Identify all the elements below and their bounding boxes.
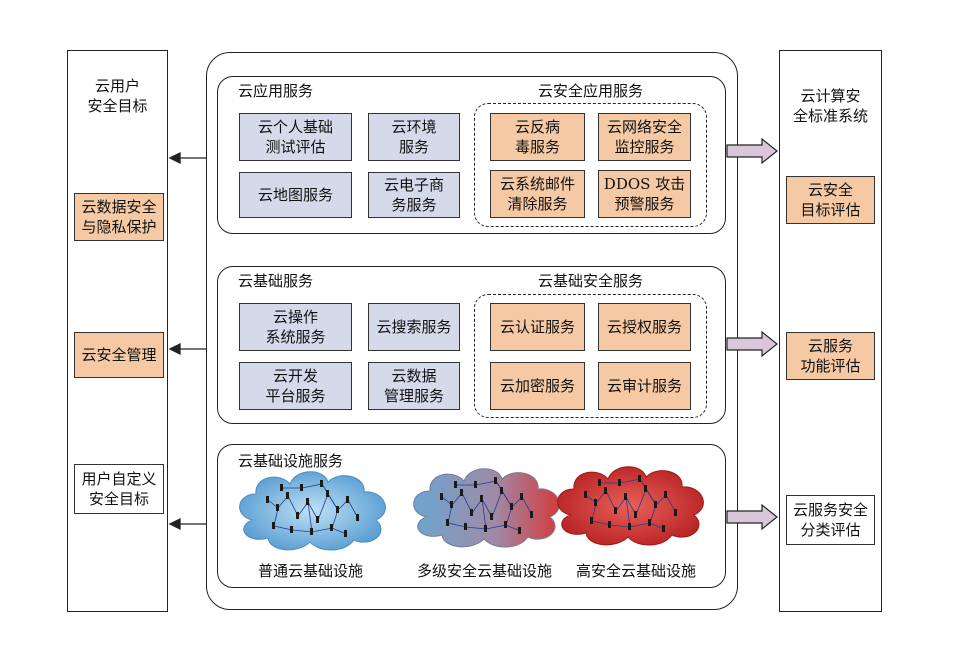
security-service-encryption: 云加密服务 [490, 362, 585, 410]
cloud-icon [239, 471, 386, 551]
app-service-map: 云地图服务 [239, 172, 352, 218]
left-column-title: 云用户 安全目标 [87, 77, 148, 115]
right-item-function-evaluation: 云服务 功能评估 [786, 332, 875, 380]
base-services-title: 云基础服务 [238, 272, 314, 290]
right-item-goal-evaluation: 云安全 目标评估 [786, 176, 875, 224]
app-security-title: 云安全应用服务 [538, 82, 644, 100]
base-security-group [474, 294, 707, 418]
right-item-classification-evaluation: 云服务安全 分类评估 [786, 495, 875, 545]
security-service-mail-clean: 云系统邮件 清除服务 [490, 170, 585, 218]
left-item-security-management: 云安全管理 [74, 332, 164, 378]
left-arrow-icon [168, 151, 206, 165]
app-service-ecommerce: 云电子商 务服务 [368, 172, 460, 218]
security-service-network-monitor: 云网络安全 监控服务 [598, 113, 691, 161]
cloud-icon [557, 466, 704, 546]
base-service-dev-platform: 云开发 平台服务 [239, 362, 352, 410]
right-column-title: 云计算安 全标准系统 [792, 87, 868, 125]
app-security-group [474, 103, 707, 227]
base-service-search: 云搜索服务 [368, 303, 460, 351]
security-service-antivirus: 云反病 毒服务 [490, 113, 585, 161]
security-service-authentication: 云认证服务 [490, 303, 585, 351]
app-service-environment: 云环境 服务 [368, 113, 460, 161]
left-item-custom-goal: 用户自定义 安全目标 [74, 464, 164, 514]
right-block-arrow-icon [726, 330, 778, 358]
cloud-label-high-security: 高安全云基础设施 [576, 562, 697, 580]
left-arrow-icon [168, 517, 206, 531]
security-service-authorization: 云授权服务 [598, 303, 691, 351]
left-column [67, 50, 168, 612]
left-arrow-icon [168, 342, 206, 356]
app-service-personal-test: 云个人基础 测试评估 [239, 113, 352, 161]
base-service-os: 云操作 系统服务 [239, 303, 352, 351]
left-item-data-privacy: 云数据安全 与隐私保护 [74, 193, 164, 241]
base-security-title: 云基础安全服务 [538, 272, 644, 290]
cloud-label-multilevel: 多级安全云基础设施 [417, 562, 553, 580]
cloud-label-normal: 普通云基础设施 [258, 562, 364, 580]
base-service-data-management: 云数据 管理服务 [368, 362, 460, 410]
security-service-audit: 云审计服务 [598, 362, 691, 410]
infrastructure-title: 云基础设施服务 [238, 452, 344, 470]
cloud-icon [413, 468, 560, 548]
security-service-ddos-warning: DDOS 攻击 预警服务 [598, 170, 691, 218]
app-services-title: 云应用服务 [238, 82, 314, 100]
right-block-arrow-icon [726, 503, 778, 531]
right-block-arrow-icon [726, 137, 778, 165]
